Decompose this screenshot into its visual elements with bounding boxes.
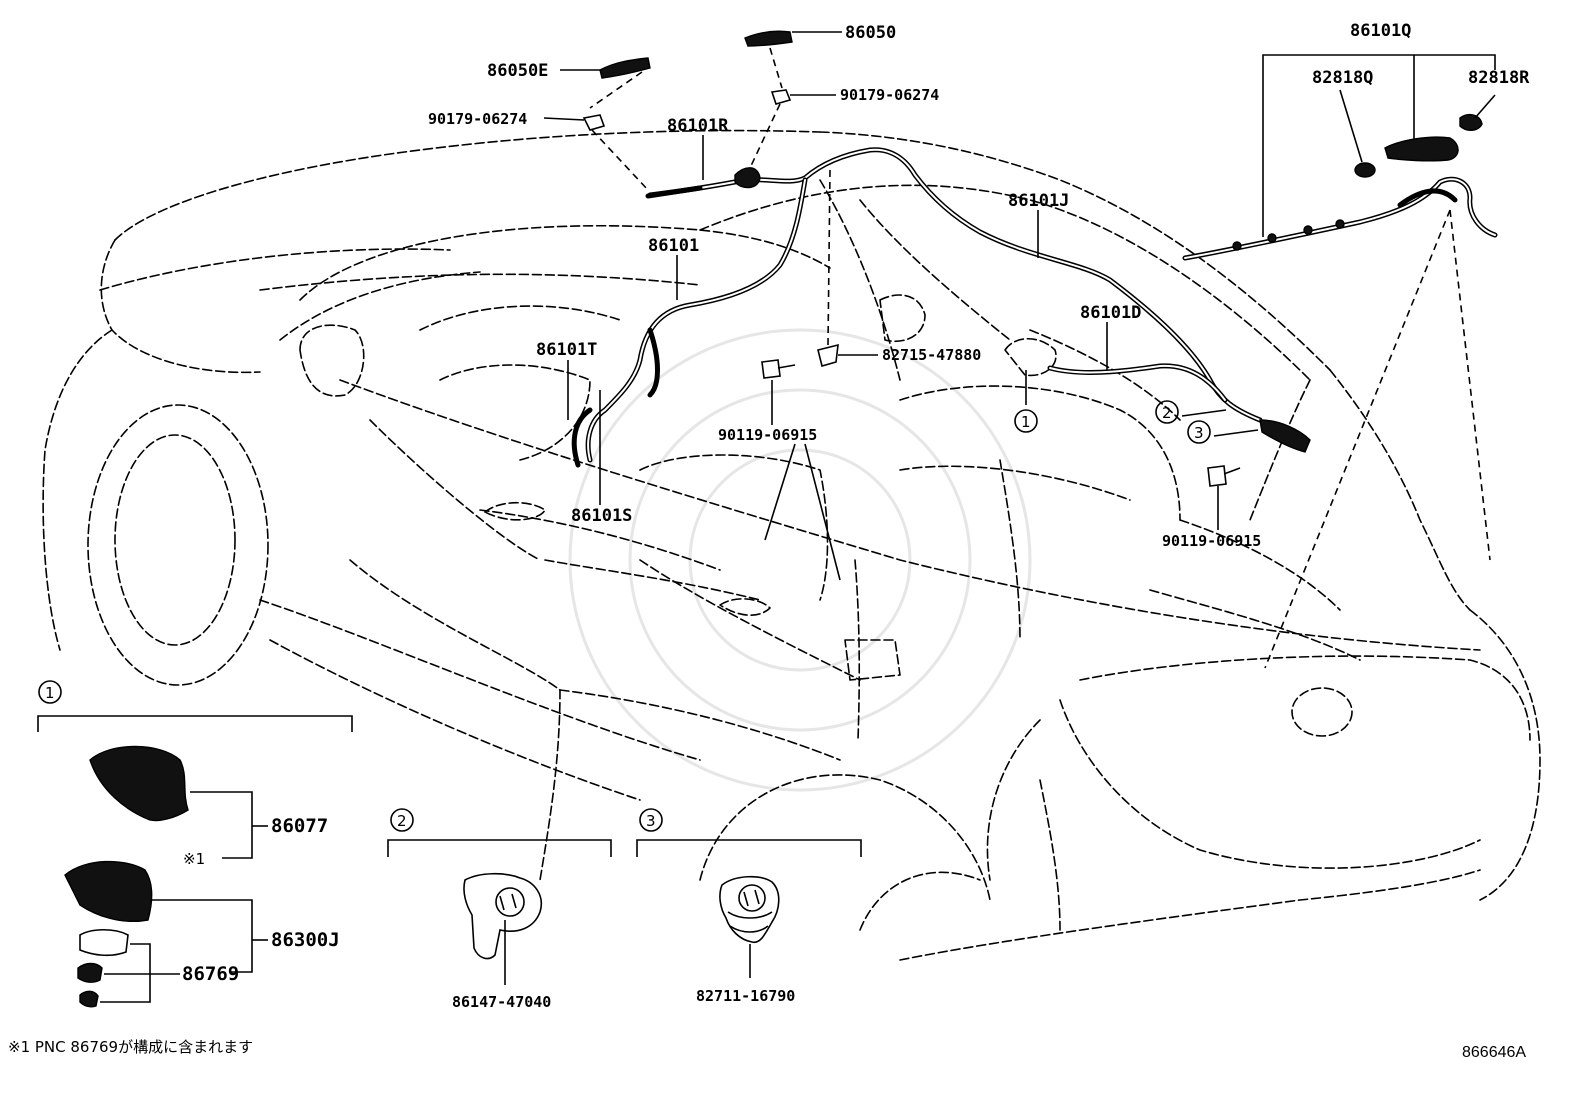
circled-markers-on-vehicle: 1 2 3 xyxy=(1014,400,1211,444)
clip-82715 xyxy=(817,343,839,367)
label-86101R: 86101R xyxy=(667,116,729,136)
clip-90179-b xyxy=(770,89,792,105)
assembly-dashed-lines xyxy=(589,47,1491,669)
detail-group-1: 1 86077 ※1 86300J 86769 xyxy=(37,680,353,1008)
label-86769: 86769 xyxy=(182,963,239,985)
marker-1-vehicle: 1 xyxy=(1021,413,1031,431)
label-86147-47040: 86147-47040 xyxy=(452,993,551,1011)
footnote: ※1 PNC 86769が構成に含まれます xyxy=(8,1038,253,1056)
detail-group-3: 3 82711-16790 xyxy=(636,808,862,1005)
detail-group-2: 2 86147-47040 xyxy=(387,808,612,1011)
marker-3-vehicle: 3 xyxy=(1194,424,1204,442)
bolt-90119-b xyxy=(1207,465,1241,487)
callout-labels: 86050E 86050 90179-06274 90179-06274 861… xyxy=(428,21,1530,550)
label-90119-06915-a: 90119-06915 xyxy=(718,426,817,444)
label-86101Q: 86101Q xyxy=(1350,21,1411,41)
part-86050E-illustration xyxy=(599,57,651,79)
watermark-emblem xyxy=(568,328,1032,792)
label-90179-06274-b: 90179-06274 xyxy=(840,86,939,104)
marker-3-detail: 3 xyxy=(646,812,656,830)
label-86101S: 86101S xyxy=(571,506,632,526)
label-86101D: 86101D xyxy=(1080,303,1141,323)
label-86077: 86077 xyxy=(271,815,328,837)
label-90119-06915-b: 90119-06915 xyxy=(1162,532,1261,550)
vehicle-body-outline xyxy=(42,129,1541,961)
marker-1-detail: 1 xyxy=(45,684,55,702)
label-82711-16790: 82711-16790 xyxy=(696,987,795,1005)
label-86050: 86050 xyxy=(845,23,896,43)
marker-2-detail: 2 xyxy=(397,812,407,830)
label-86101J: 86101J xyxy=(1008,191,1069,211)
clip-90179-a xyxy=(582,114,606,131)
illustration-code: 866646A xyxy=(1462,1044,1526,1061)
note-mark-1: ※1 xyxy=(183,850,205,868)
label-82818R: 82818R xyxy=(1468,68,1530,88)
label-82818Q: 82818Q xyxy=(1312,68,1373,88)
part-86101Q-illustration xyxy=(1182,113,1498,261)
label-86300J: 86300J xyxy=(271,929,340,951)
label-86101: 86101 xyxy=(648,236,699,256)
label-86101T: 86101T xyxy=(536,340,597,360)
label-82715-47880: 82715-47880 xyxy=(882,346,981,364)
antenna-cord-harness xyxy=(571,147,1311,468)
bolt-90119-a xyxy=(761,359,796,379)
label-90179-06274-a: 90179-06274 xyxy=(428,110,527,128)
label-86050E: 86050E xyxy=(487,61,548,81)
leader-lines xyxy=(543,31,1496,581)
part-86050-illustration xyxy=(744,30,793,47)
marker-2-vehicle: 2 xyxy=(1162,404,1172,422)
